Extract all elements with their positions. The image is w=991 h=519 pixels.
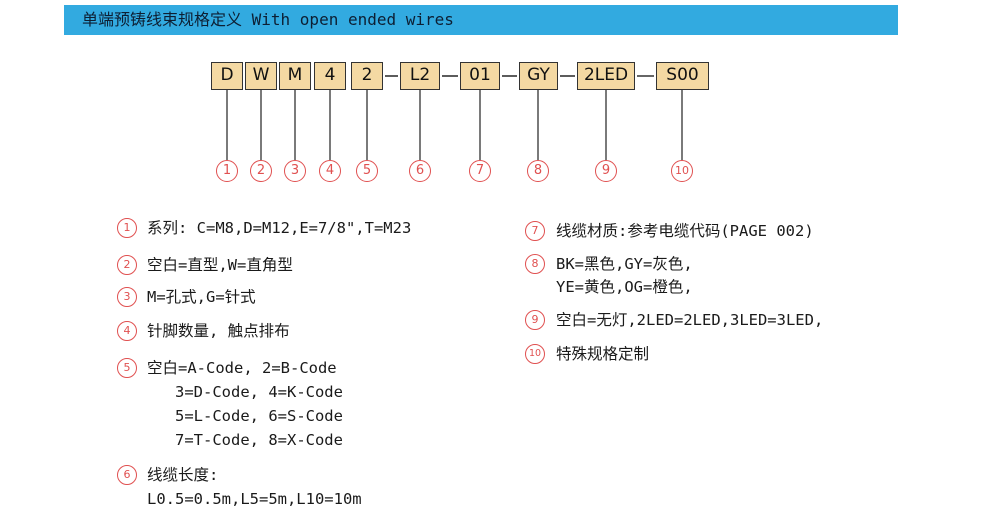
legend-text-7: 线缆材质:参考电缆代码(PAGE 002) [556,222,814,240]
legend-text-5-line-2: 3=D-Code, 4=K-Code [175,383,343,401]
code-box-pins: 4 [314,62,346,90]
code-box-shape: W [245,62,277,90]
callout-1: 1 [216,160,238,182]
code-box-color: GY [519,62,558,90]
callout-9: 9 [595,160,617,182]
callout-3: 3 [284,160,306,182]
legend-text-4: 针脚数量, 触点排布 [147,322,290,340]
legend-text-8-line-1: BK=黑色,GY=灰色, [556,255,693,273]
legend-text-10: 特殊规格定制 [556,345,650,363]
legend-num-4: 4 [117,321,137,341]
callout-2: 2 [250,160,272,182]
callout-8: 8 [527,160,549,182]
legend-text-6-line-2: L0.5=0.5m,L5=5m,L10=10m [147,490,362,508]
legend-num-3: 3 [117,287,137,307]
section-title-bar: 单端预铸线束规格定义 With open ended wires [64,5,898,35]
legend-num-6: 6 [117,465,137,485]
code-box-gender: M [279,62,311,90]
callout-7: 7 [469,160,491,182]
legend-text-8-line-2: YE=黄色,OG=橙色, [556,278,693,296]
section-title: 单端预铸线束规格定义 With open ended wires [82,10,454,29]
code-box-cable: 01 [460,62,500,90]
legend-num-9: 9 [525,310,545,330]
code-box-special: S00 [656,62,709,90]
legend-num-10: 10 [525,344,545,364]
code-box-length: L2 [400,62,440,90]
legend-num-5: 5 [117,358,137,378]
callout-5: 5 [356,160,378,182]
legend-num-1: 1 [117,218,137,238]
legend-text-5-line-3: 5=L-Code, 6=S-Code [175,407,343,425]
legend-text-1: 系列: C=M8,D=M12,E=7/8",T=M23 [147,219,412,237]
callout-10: 10 [671,160,693,182]
callout-4: 4 [319,160,341,182]
code-box-series: D [211,62,243,90]
legend-text-3: M=孔式,G=针式 [147,288,256,306]
legend-text-9: 空白=无灯,2LED=2LED,3LED=3LED, [556,311,824,329]
legend-text-5-line-4: 7=T-Code, 8=X-Code [175,431,343,449]
legend-num-7: 7 [525,221,545,241]
legend-num-2: 2 [117,255,137,275]
code-box-coding: 2 [351,62,383,90]
legend-text-5-line-1: 空白=A-Code, 2=B-Code [147,359,337,377]
legend-num-8: 8 [525,254,545,274]
legend-text-2: 空白=直型,W=直角型 [147,256,293,274]
code-box-led: 2LED [577,62,635,90]
legend-text-6-line-1: 线缆长度: [147,466,219,484]
callout-6: 6 [409,160,431,182]
